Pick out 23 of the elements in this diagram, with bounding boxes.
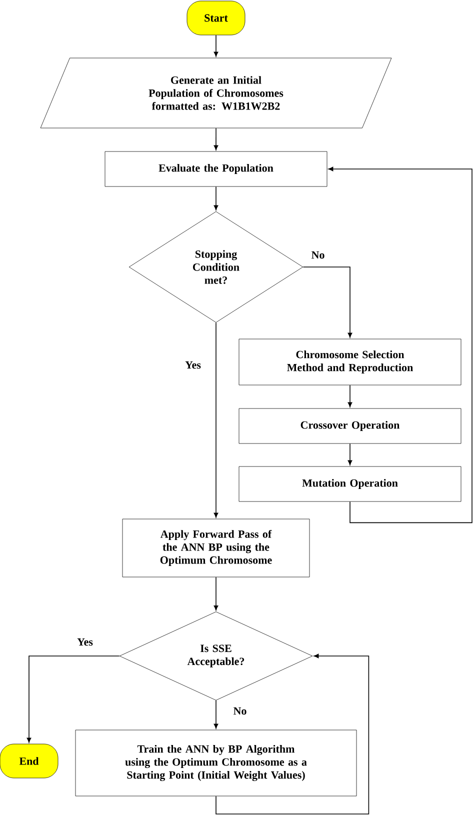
arrow [214, 700, 218, 729]
arrow [214, 128, 218, 150]
edge-label: No [310, 250, 326, 260]
edge-label: Yes [184, 360, 202, 370]
process-box: Apply Forward Pass of the ANN BP using the Optimum Chromosome [122, 518, 310, 578]
arrow [348, 443, 352, 466]
arrow [302, 266, 352, 338]
arrow [214, 576, 218, 610]
arrow [26, 656, 120, 743]
edge-label: No [232, 706, 248, 716]
arrow [216, 654, 370, 814]
arrow [348, 384, 352, 408]
arrow [214, 322, 218, 518]
process-box: Chromosome Selection Method and Reproduction [238, 338, 462, 386]
arrow [328, 166, 472, 524]
input-parallelogram: Generate an Initial Population of Chromosomes formatted as: W1B1W2B2 [40, 58, 392, 128]
process-box: Mutation Operation [238, 466, 462, 502]
arrow [214, 34, 218, 57]
edge-label: Yes [76, 637, 94, 647]
process-box: Evaluate the Population [104, 151, 328, 187]
process-box: Crossover Operation [238, 408, 462, 444]
process-box: Train the ANN by BP Algorithm using the Optimum Chromosome as a Starting Point (Initial Weight Values) [75, 730, 357, 796]
arrow [214, 186, 218, 210]
